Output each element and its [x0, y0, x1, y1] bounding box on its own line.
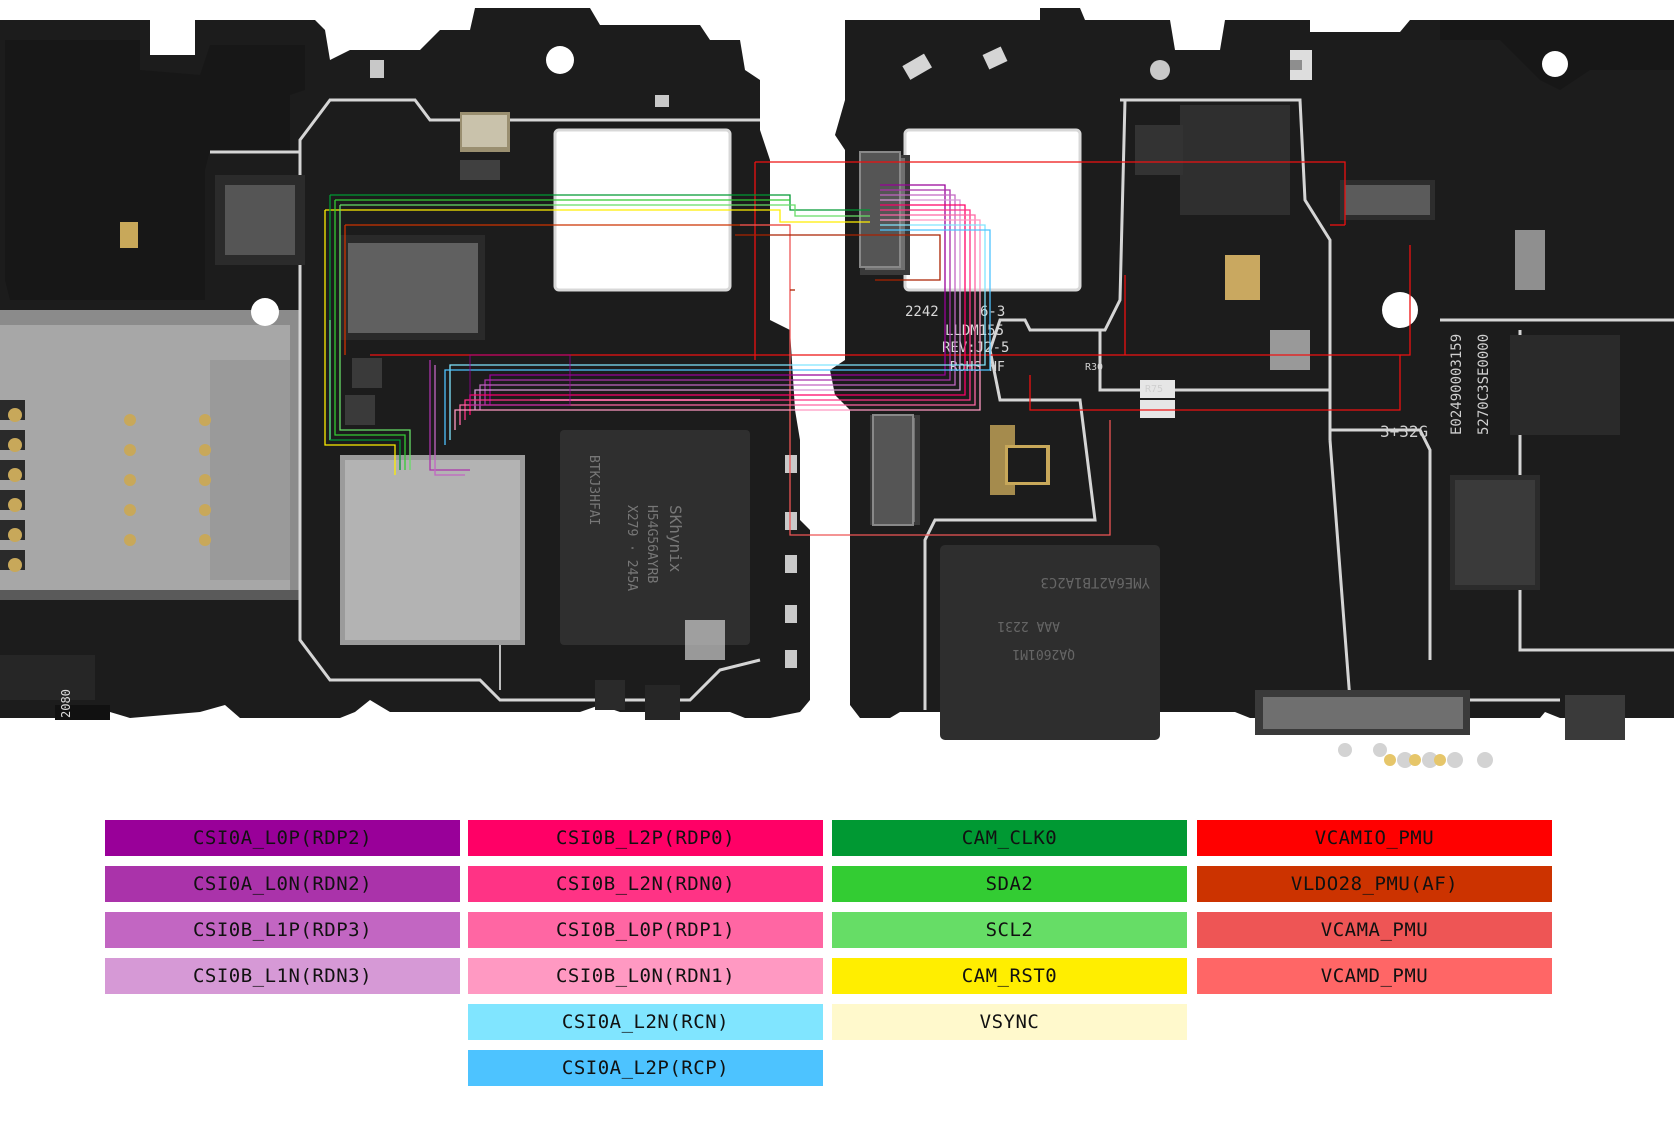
- connector-mark: 2080: [59, 689, 73, 718]
- legend-item-cam-clk0: CAM_CLK0: [832, 820, 1187, 856]
- legend-item-vcamd-pmu: VCAMD_PMU: [1197, 958, 1552, 994]
- legend-item-csi0b-l0p-rdp1: CSI0B_L0P(RDP1): [468, 912, 823, 948]
- left-memory-brand: SKhynix: [666, 505, 685, 573]
- silk-revision: REV:J2-5: [942, 340, 1009, 356]
- legend-item-sda2: SDA2: [832, 866, 1187, 902]
- left-memory-partno: H54G56AYRB: [644, 505, 659, 583]
- pcb-photo-diagram: SKhynix H54G56AYRB X279 · 245A BTKJ3HFAI…: [0, 8, 1674, 768]
- right-memory-code: YME6A2TB1A2C3: [1040, 574, 1150, 590]
- memory-size: 3+32G: [1380, 422, 1428, 441]
- silk-date: 2242: [905, 304, 939, 320]
- silk-rohs: RoHS HF: [950, 360, 1005, 375]
- legend-item-cam-rst0: CAM_RST0: [832, 958, 1187, 994]
- signal-traces: [324, 161, 1411, 536]
- right-memory-lot: QA2601M1: [1012, 646, 1075, 661]
- legend-item-csi0b-l2n-rdn0: CSI0B_L2N(RDN0): [468, 866, 823, 902]
- left-board: SKhynix H54G56AYRB X279 · 245A BTKJ3HFAI…: [0, 8, 810, 720]
- left-memory-date: X279 · 245A: [624, 505, 639, 591]
- mark-r30: R30: [1085, 362, 1103, 373]
- legend-item-scl2: SCL2: [832, 912, 1187, 948]
- legend-item-csi0b-l2p-rdp0: CSI0B_L2P(RDP0): [468, 820, 823, 856]
- board-id-2: 5270C3SE0000: [1476, 334, 1492, 435]
- left-memory-code: BTKJ3HFAI: [586, 455, 601, 525]
- board-id-1: E02490003159: [1449, 334, 1465, 435]
- silk-rev: 6-3: [980, 304, 1005, 320]
- legend-item-csi0b-l0n-rdn1: CSI0B_L0N(RDN1): [468, 958, 823, 994]
- right-board: 2242 6-3 LLDM155 REV:J2-5 RoHS HF YME6A2…: [830, 8, 1674, 768]
- legend-item-csi0b-l1p-rdp3: CSI0B_L1P(RDP3): [105, 912, 460, 948]
- sim-slot-mark: LCN: [227, 448, 248, 481]
- legend-item-vsync: VSYNC: [832, 1004, 1187, 1040]
- legend-item-vldo28-pmu-af: VLDO28_PMU(AF): [1197, 866, 1552, 902]
- legend-item-vcama-pmu: VCAMA_PMU: [1197, 912, 1552, 948]
- right-memory-date: AAA 2231: [997, 618, 1060, 633]
- legend-item-csi0a-l2n-rcn: CSI0A_L2N(RCN): [468, 1004, 823, 1040]
- legend-item-csi0a-l0p-rdp2: CSI0A_L0P(RDP2): [105, 820, 460, 856]
- legend-item-vcamio-pmu: VCAMIO_PMU: [1197, 820, 1552, 856]
- legend-item-csi0a-l2p-rcp: CSI0A_L2P(RCP): [468, 1050, 823, 1086]
- legend-item-csi0a-l0n-rdn2: CSI0A_L0N(RDN2): [105, 866, 460, 902]
- mark-r75: R75: [1145, 384, 1163, 395]
- legend-item-csi0b-l1n-rdn3: CSI0B_L1N(RDN3): [105, 958, 460, 994]
